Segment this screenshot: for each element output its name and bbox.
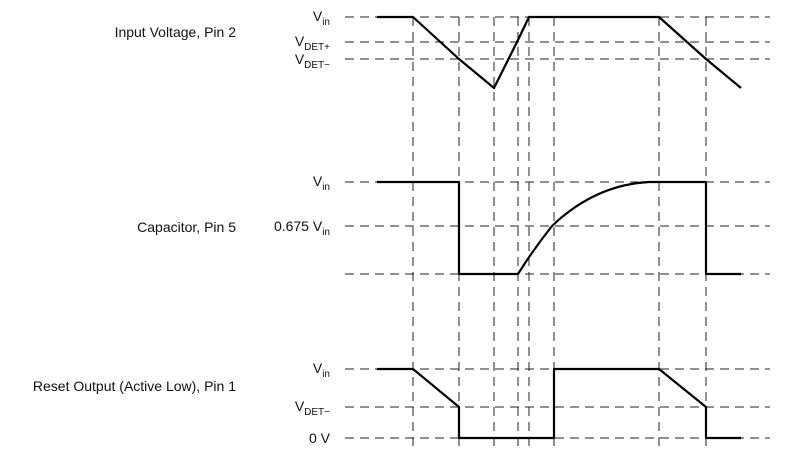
level-label-input-vdet-plus: VDET+ bbox=[295, 33, 330, 53]
capacitor-waveform bbox=[377, 180, 741, 276]
signal-label-capacitor: Capacitor, Pin 5 bbox=[137, 219, 236, 235]
level-label-cap-vin: Vin bbox=[313, 173, 330, 193]
input-voltage-waveform bbox=[377, 15, 742, 90]
signal-labels: Input Voltage, Pin 2 Capacitor, Pin 5 Re… bbox=[33, 24, 236, 394]
level-label-reset-vin: Vin bbox=[313, 360, 330, 380]
level-label-input-vin: Vin bbox=[313, 8, 330, 28]
signal-label-input: Input Voltage, Pin 2 bbox=[115, 24, 237, 40]
level-label-reset-vdet-minus: VDET− bbox=[295, 398, 330, 418]
reset-output-waveform bbox=[377, 367, 741, 440]
level-label-reset-zero: 0 V bbox=[309, 430, 331, 446]
level-label-cap-0675-vin: 0.675 Vin bbox=[274, 218, 330, 238]
signal-label-reset: Reset Output (Active Low), Pin 1 bbox=[33, 378, 236, 394]
level-label-input-vdet-minus: VDET− bbox=[295, 51, 330, 71]
vertical-timing-markers bbox=[412, 17, 707, 452]
waveforms bbox=[377, 15, 742, 440]
level-labels: Vin VDET+ VDET− Vin 0.675 Vin Vin VDET− … bbox=[274, 8, 331, 446]
